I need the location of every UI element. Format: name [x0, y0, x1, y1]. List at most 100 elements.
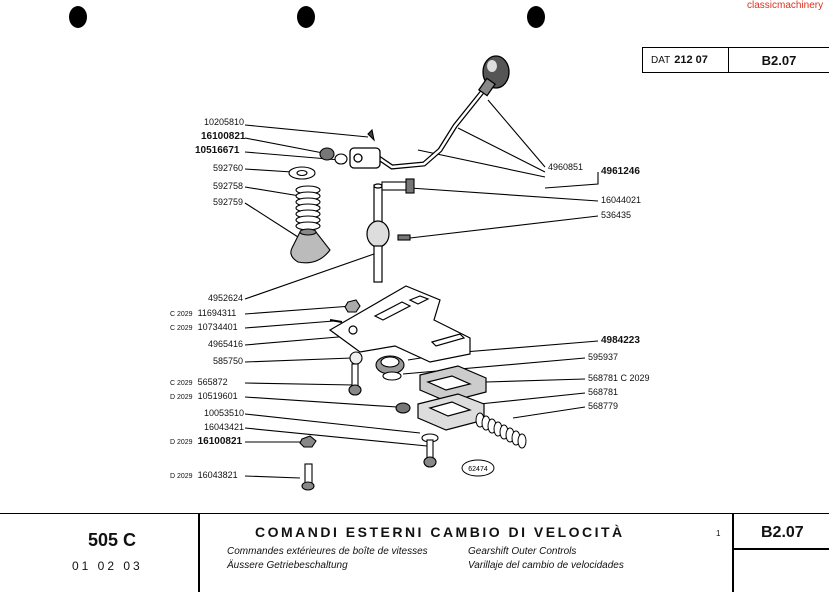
part-label-p14: 10053510: [204, 408, 245, 418]
dat-header-box: DAT 212 07 B2.07: [642, 47, 829, 73]
watermark: classicmachinery: [747, 0, 824, 11]
leader-p11: [244, 357, 353, 363]
part-label-p19: 4961246: [601, 166, 640, 177]
screw-16043421: [423, 439, 437, 468]
gear-lever: [349, 55, 510, 170]
boot-592759: [290, 231, 331, 264]
bush-585750: [349, 351, 363, 365]
title-english: Gearshift Outer Controls: [468, 546, 577, 557]
pin-10205810: [367, 128, 375, 142]
pin-10734401: [329, 319, 343, 323]
nut-10519601: [395, 402, 411, 414]
washer-10516671: [334, 153, 348, 165]
leader-p14: [244, 413, 421, 434]
leader-p21: [409, 215, 599, 239]
gate-plate-4984223: [328, 285, 471, 363]
part-label-p21: 536435: [601, 210, 632, 220]
part-label-p2: 16100821: [201, 131, 246, 142]
dat-number: 212 07: [674, 54, 708, 66]
title-german: Äussere Getriebeschaltung: [227, 560, 348, 571]
footer-page-code: B2.07: [761, 524, 804, 541]
pin-536435: [397, 234, 411, 241]
sheet-number: 1: [716, 529, 721, 538]
leader-p24: [485, 378, 586, 383]
lever-pivot-4952624: [366, 183, 390, 283]
spring-and-boot: [290, 185, 331, 264]
dat-label: DAT: [651, 54, 671, 66]
leader-p13: [244, 396, 398, 408]
exploded-parts-drawing: 62474: [244, 55, 599, 491]
dat-cell: DAT 212 07: [643, 48, 729, 72]
footer-code-underline: [732, 548, 829, 550]
spring-592758: [295, 185, 321, 231]
title-italian: COMANDI ESTERNI CAMBIO DI VELOCITÀ: [255, 524, 625, 540]
footer-divider-left: [198, 514, 200, 592]
screw-16043821: [301, 463, 315, 491]
part-label-p25: 568781: [588, 387, 619, 397]
binder-hole-left: [69, 6, 87, 28]
leader-p10: [244, 335, 351, 346]
bracket-blocks: [417, 365, 487, 431]
nut-16100821: [319, 147, 335, 161]
part-label-p4: 592760: [213, 163, 244, 173]
binder-hole-right: [527, 6, 545, 28]
top-small-parts: [288, 128, 375, 180]
part-label-p15: 16043421: [204, 422, 245, 432]
leader-p17: [244, 475, 301, 479]
model-date: 01 02 03: [72, 559, 143, 573]
part-label-p18: 4960851: [548, 162, 584, 172]
model-name: 505 C: [88, 530, 137, 550]
part-label-p10: 4965416: [208, 339, 244, 349]
lower-fasteners: [299, 433, 439, 491]
leader-p9: [244, 320, 335, 329]
leader-p20: [409, 187, 599, 202]
ball-cup-595937: [375, 355, 405, 381]
footer-divider-right: [732, 514, 734, 592]
leader-p12: [244, 382, 355, 386]
part-label-p5: 592758: [213, 181, 244, 191]
bolt-16044021: [381, 178, 415, 194]
leader-p26: [512, 406, 586, 419]
lever-sleeve: [477, 77, 497, 97]
leader-p19: [544, 172, 599, 189]
leader-p18: [417, 99, 546, 178]
leader-p25: [469, 392, 586, 406]
part-label-p6: 592759: [213, 197, 244, 207]
footer-title-block: 505 C 01 02 03 COMANDI ESTERNI CAMBIO DI…: [0, 513, 829, 592]
header-page-code: B2.07: [761, 52, 797, 68]
part-label-p7: 4952624: [208, 293, 244, 303]
binder-hole-center: [297, 6, 315, 28]
leader-p2: [244, 137, 324, 154]
drawing-number: 62474: [468, 466, 488, 473]
part-label-p22: 4984223: [601, 335, 640, 346]
leader-p4: [244, 168, 293, 173]
middle-small-parts: [329, 299, 411, 414]
nut-11694311: [344, 299, 361, 313]
title-french: Commandes extérieures de boîte de vitess…: [227, 546, 428, 557]
part-label-p1: 10205810: [204, 117, 245, 127]
part-label-p11: 585750: [213, 356, 244, 366]
title-spanish: Varillaje del cambio de velocidades: [468, 560, 624, 571]
lever-clamp: [349, 147, 381, 169]
part-label-p24: 568781 C 2029: [588, 373, 650, 383]
leader-p1: [244, 124, 369, 138]
leader-p7: [244, 253, 375, 300]
leader-p8: [244, 305, 353, 315]
leader-p5: [244, 186, 301, 197]
screw-565872: [348, 363, 362, 396]
leader-p6: [244, 202, 299, 238]
leader-p15: [244, 427, 428, 447]
spring-568779: [475, 412, 527, 449]
part-label-p3: 10516671: [195, 145, 240, 156]
nut-16100821-d2029: [299, 435, 317, 448]
part-label-p26: 568779: [588, 401, 619, 411]
part-label-p20: 16044021: [601, 195, 642, 205]
drawing-number-tag: 62474: [461, 459, 495, 477]
part-label-p23: 595937: [588, 352, 619, 362]
